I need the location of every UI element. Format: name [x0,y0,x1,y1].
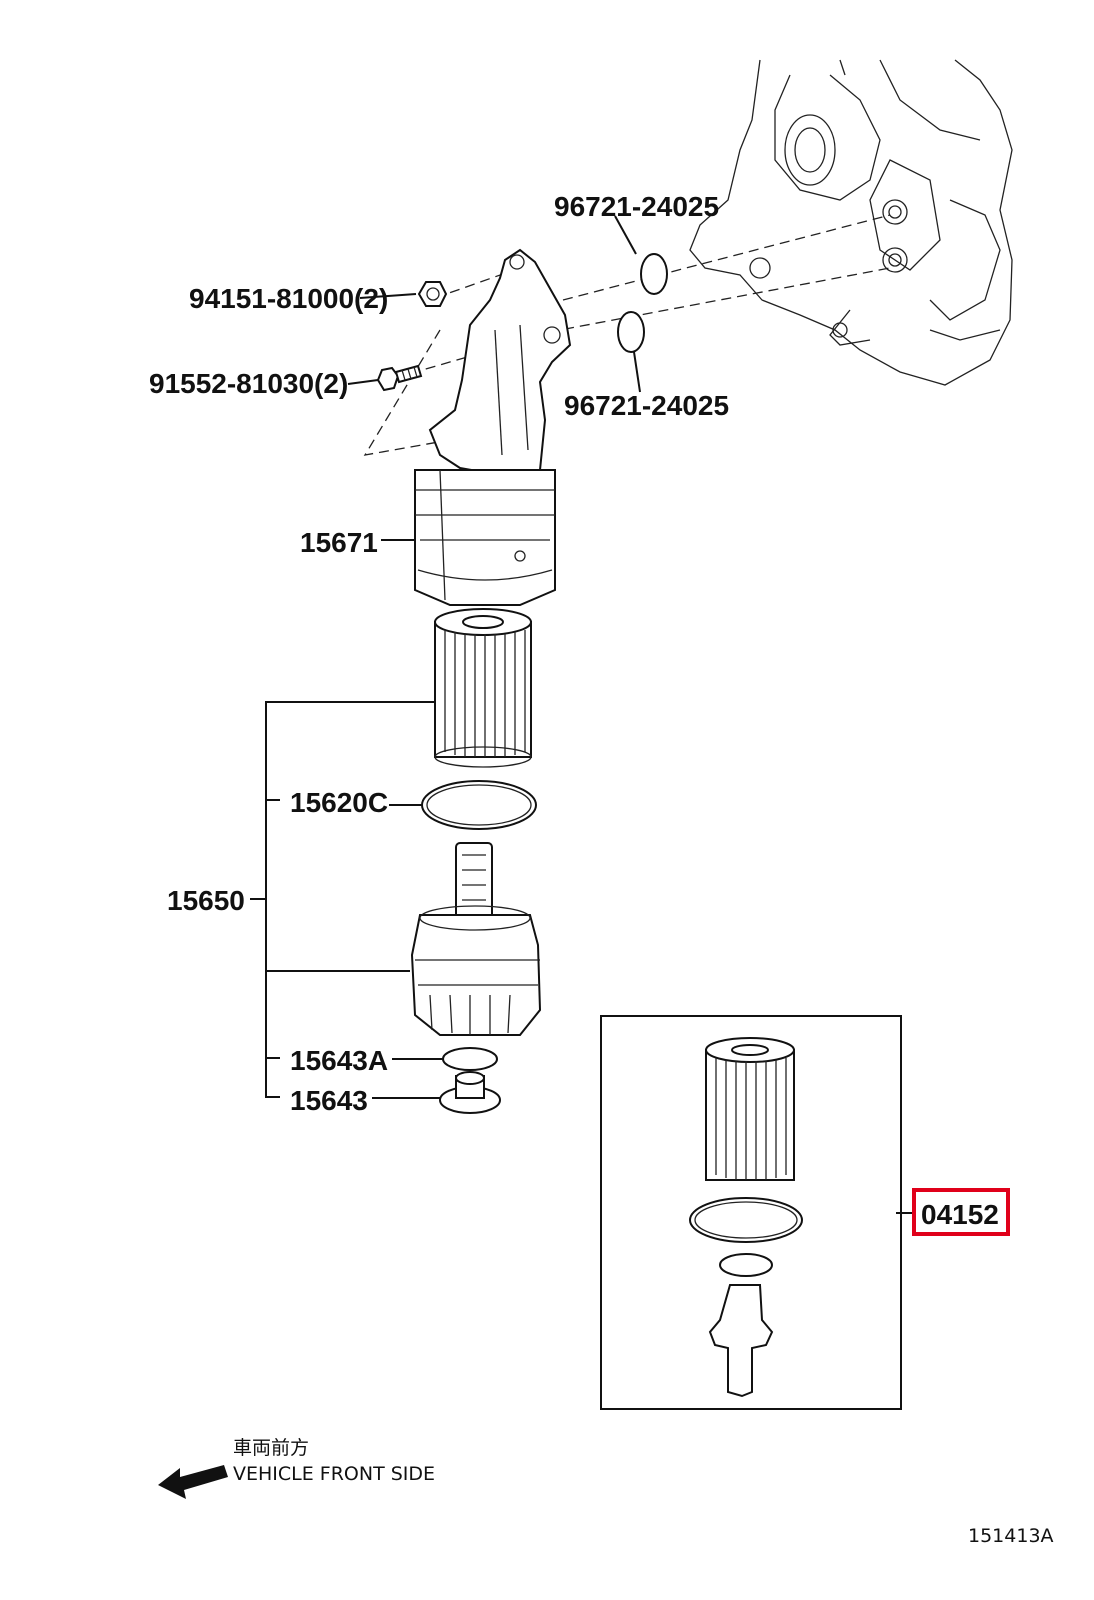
label-drain-gasket: 15643A [290,1045,388,1076]
o-ring-lower [617,311,645,353]
leader-lines [250,215,912,1214]
label-gasket: 15620C [290,787,388,818]
label-nut: 94151-81000(2) [189,283,388,314]
label-housing: 15671 [300,527,378,558]
drain-gasket [442,1047,498,1071]
oil-filter-housing [414,248,572,606]
kit-box [600,1015,902,1410]
flange-nut [417,281,448,307]
filter-cap [410,842,542,1036]
gasket-ring [421,780,537,830]
arrow-left-icon [158,1465,228,1499]
o-ring-upper [640,253,668,295]
engine-block [689,59,1013,386]
label-element-kit: 15650 [167,885,245,916]
figure-id: 151413A [968,1525,1054,1547]
label-bolt: 91552-81030(2) [149,368,348,399]
highlight-box [912,1188,1010,1236]
filter-element [434,608,532,768]
drain-plug [439,1071,501,1114]
direction-label-jp: 車両前方 [233,1437,309,1459]
label-element-kit-highlighted[interactable]: 04152 [921,1199,999,1230]
label-o-ring-lower: 96721-24025 [564,390,729,421]
label-o-ring-upper: 96721-24025 [554,191,719,222]
flange-bolt [376,364,423,392]
direction-label-en: VEHICLE FRONT SIDE [233,1463,435,1485]
label-drain-plug: 15643 [290,1085,368,1116]
